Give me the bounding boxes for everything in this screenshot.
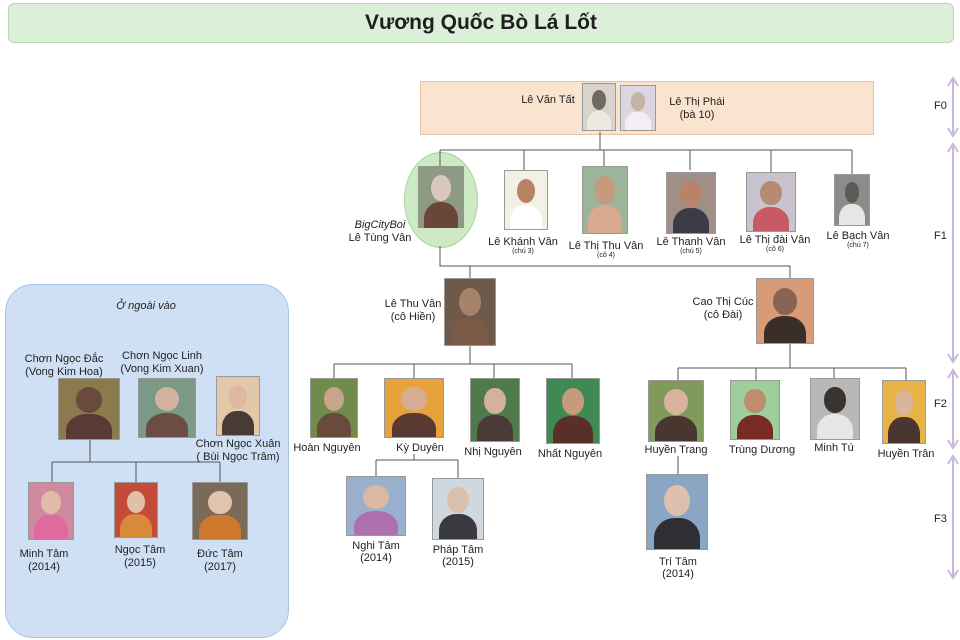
photo-le-bach-van	[834, 174, 870, 226]
name-ky-duyen: Kỳ Duyên	[396, 442, 444, 454]
connector-f0-f1	[439, 132, 853, 174]
sub-phap-tam: (2015)	[442, 556, 474, 568]
sub-le-thi-thu-van: (cô 4)	[597, 252, 615, 259]
name-chon-ngoc-linh: Chơn Ngọc Linh	[122, 350, 202, 362]
name-ngoc-tam: Ngọc Tâm	[114, 544, 166, 556]
sub-le-bach-van: (chú 7)	[847, 242, 869, 249]
sub-duc-tam: (2017)	[204, 561, 236, 573]
name-le-van-tat: Lê Văn Tất	[521, 94, 575, 106]
photo-cao-thi-cuc	[756, 278, 814, 344]
photo-le-thi-dai-van	[746, 172, 796, 232]
photo-le-thanh-van	[666, 172, 716, 234]
gen-arrow-f1	[947, 142, 959, 364]
gen-label-f0: F0	[934, 100, 947, 112]
photo-minh-tu	[810, 378, 860, 440]
name-minh-tam: Minh Tâm	[19, 548, 69, 560]
connector-ky-duyen-children	[375, 454, 459, 478]
gen-arrow-f2	[947, 368, 959, 450]
photo-nhat-nguyen	[546, 378, 600, 444]
name-le-tung-van: Lê Tùng Vân	[348, 232, 412, 244]
sub-tri-tam: (2014)	[662, 568, 694, 580]
name-chon-ngoc-dac: Chơn Ngọc Đắc	[24, 353, 104, 365]
photo-phap-tam	[432, 478, 484, 540]
connector-cao-thi-cuc-children	[677, 344, 907, 380]
photo-ky-duyen	[384, 378, 444, 438]
photo-le-khanh-van	[504, 170, 548, 230]
photo-le-thi-thu-van	[582, 166, 628, 234]
photo-nghi-tam	[346, 476, 406, 536]
name-le-thi-phai: Lê Thị Phái	[669, 96, 725, 108]
name-le-thanh-van: Lê Thanh Vân	[656, 236, 726, 248]
photo-huyen-tran	[882, 380, 926, 444]
photo-hoan-nguyen	[310, 378, 358, 438]
name-duc-tam: Đức Tâm	[197, 548, 243, 560]
sub-chon-ngoc-linh: (Vong Kim Xuan)	[120, 363, 204, 375]
sub-cao-thi-cuc: (cô Đài)	[703, 309, 743, 321]
sub-ngoc-tam: (2015)	[124, 557, 156, 569]
outside-panel-title: Ở ngoài vào	[116, 300, 176, 312]
sub-le-thi-phai: (bà 10)	[679, 109, 715, 121]
photo-tri-tam	[646, 474, 708, 550]
sub-le-khanh-van: (chú 3)	[512, 248, 534, 255]
sub-le-thu-van: (cô Hiền)	[390, 311, 436, 323]
name-phap-tam: Pháp Tâm	[432, 544, 484, 556]
sub-chon-ngoc-xuan: ( Bùi Ngọc Trâm)	[196, 451, 280, 463]
name-cao-thi-cuc: Cao Thị Cúc	[692, 296, 754, 308]
photo-duc-tam	[192, 482, 248, 540]
photo-le-thi-phai	[620, 85, 656, 131]
chart-title: Vương Quốc Bò Lá Lốt	[8, 3, 954, 43]
photo-chon-ngoc-xuan	[216, 376, 260, 436]
photo-le-thu-van	[444, 278, 496, 346]
name-le-thu-van: Lê Thu Vân	[384, 298, 442, 310]
photo-nhi-nguyen	[470, 378, 520, 442]
photo-trung-duong	[730, 380, 780, 440]
photo-chon-ngoc-linh	[138, 378, 196, 438]
name-le-bach-van: Lê Bạch Vân	[826, 230, 890, 242]
alias-le-tung-van: BigCityBoi	[354, 219, 406, 231]
gen-arrow-f0	[947, 76, 959, 138]
outside-members-panel	[5, 284, 289, 638]
name-le-thi-dai-van: Lê Thị đài Vân	[739, 234, 811, 246]
photo-chon-ngoc-dac	[58, 378, 120, 440]
name-trung-duong: Trùng Dương	[728, 444, 796, 456]
name-hoan-nguyen: Hoàn Nguyên	[293, 442, 361, 454]
gen-arrow-f3	[947, 454, 959, 580]
name-tri-tam: Trí Tâm	[659, 556, 697, 568]
name-chon-ngoc-xuan: Chơn Ngọc Xuân	[195, 438, 281, 450]
photo-le-van-tat	[582, 83, 616, 131]
sub-le-thanh-van: (chú 5)	[680, 248, 702, 255]
name-nhat-nguyen: Nhất Nguyên	[537, 448, 603, 460]
gen-label-f2: F2	[934, 398, 947, 410]
sub-minh-tam: (2014)	[28, 561, 60, 573]
name-huyen-trang: Huyền Trang	[644, 444, 708, 456]
sub-nghi-tam: (2014)	[360, 552, 392, 564]
connector-thu-van-children	[333, 346, 573, 378]
gen-label-f1: F1	[934, 230, 947, 242]
sub-le-thi-dai-van: (cô 6)	[766, 246, 784, 253]
name-minh-tu: Minh Tú	[814, 442, 854, 454]
photo-le-tung-van	[418, 166, 464, 228]
gen-label-f3: F3	[934, 513, 947, 525]
name-nghi-tam: Nghi Tâm	[352, 540, 400, 552]
name-le-thi-thu-van: Lê Thị Thu Vân	[568, 240, 644, 252]
connector-outside	[51, 440, 221, 482]
photo-ngoc-tam	[114, 482, 158, 538]
name-nhi-nguyen: Nhị Nguyên	[464, 446, 522, 458]
name-le-khanh-van: Lê Khánh Vân	[488, 236, 558, 248]
name-huyen-tran: Huyền Trân	[877, 448, 935, 460]
photo-minh-tam	[28, 482, 74, 540]
connector-wives	[439, 246, 791, 280]
sub-chon-ngoc-dac: (Vong Kim Hoa)	[25, 366, 103, 378]
photo-huyen-trang	[648, 380, 704, 442]
